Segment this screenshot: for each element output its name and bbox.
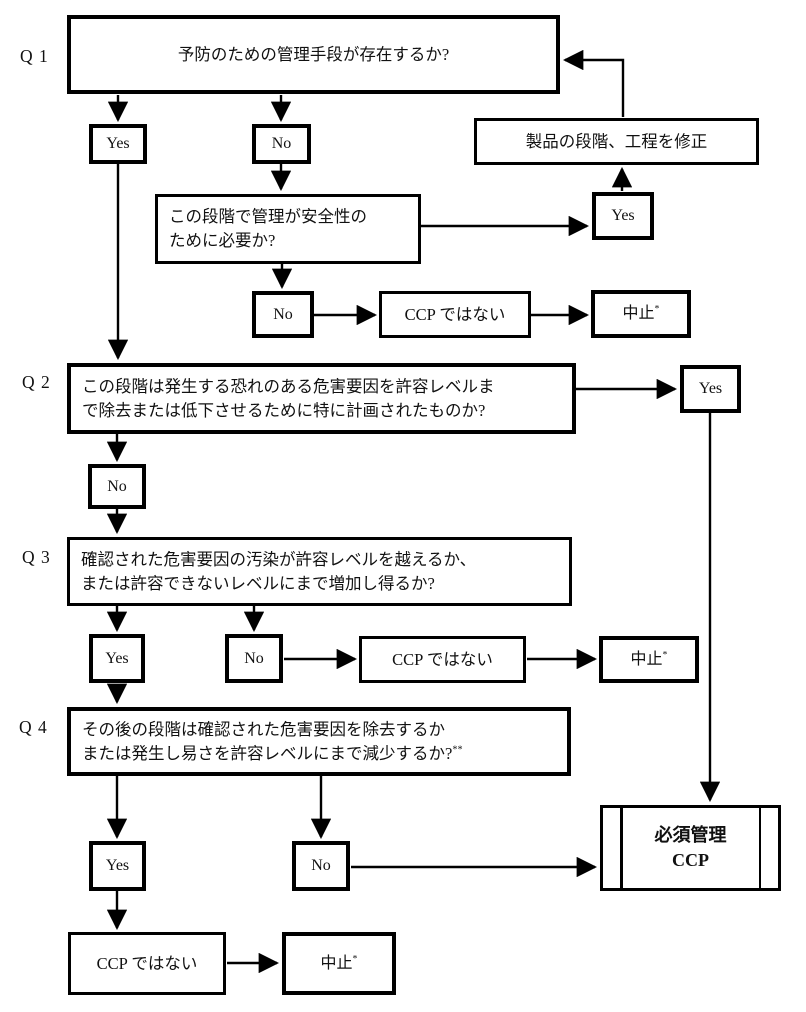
q1-no-text: No: [271, 135, 292, 153]
q3-line2: または許容できないレベルにまで増加し得るか?: [81, 573, 435, 593]
q4-question-box: その後の段階は確認された危害要因を除去するか または発生し易さを許容レベルにまで…: [67, 707, 571, 776]
stop-box-2: 中止*: [599, 636, 699, 683]
not-ccp-box-2: CCP ではない: [359, 636, 526, 683]
q1-question-text: 予防のための管理手段が存在するか?: [177, 44, 450, 64]
stop-box-3: 中止*: [282, 932, 396, 995]
q1-yes-text: Yes: [106, 135, 130, 153]
q2-no-box: No: [88, 464, 146, 509]
stop-text-1: 中止*: [622, 304, 660, 323]
q3-yes-box: Yes: [89, 634, 145, 683]
q1-label: Q 1: [20, 46, 49, 66]
not-ccp-text-1: CCP ではない: [404, 304, 506, 324]
ccp-required-line1: 必須管理: [654, 824, 727, 845]
q3-label: Q 3: [22, 547, 51, 567]
modify-process-text: 製品の段階、工程を修正: [525, 131, 708, 151]
control-needed-no-text: No: [273, 305, 293, 323]
q3-yes-text: Yes: [105, 649, 129, 667]
q4-line1: その後の段階は確認された危害要因を除去するか: [82, 719, 445, 739]
q3-no-box: No: [225, 634, 283, 683]
ccp-required-line2: CCP: [672, 850, 709, 870]
q2-yes-box: Yes: [680, 365, 741, 413]
q3-question-box: 確認された危害要因の汚染が許容レベルを越えるか、 または許容できないレベルにまで…: [67, 537, 572, 606]
control-needed-question-box: この段階で管理が安全性の ために必要か?: [155, 194, 421, 264]
stop-asterisk-2: *: [662, 649, 668, 661]
predefined-process-left-line: [620, 808, 623, 888]
q2-no-text: No: [107, 477, 127, 495]
q2-yes-text: Yes: [698, 380, 723, 398]
q1-no-box: No: [252, 124, 311, 164]
stop-box-1: 中止*: [591, 290, 691, 338]
q4-line2: または発生し易さを許容レベルにまで減少するか?**: [82, 743, 463, 763]
control-needed-no-box: No: [252, 291, 314, 338]
q2-question-box: この段階は発生する恐れのある危害要因を許容レベルま で除去または低下させるために…: [67, 363, 576, 434]
q4-label: Q 4: [19, 717, 48, 737]
ccp-required-box: 必須管理 CCP: [600, 805, 781, 891]
control-needed-line2: ために必要か?: [169, 231, 276, 250]
predefined-process-right-line: [758, 808, 761, 888]
stop-text-2: 中止*: [630, 649, 668, 668]
q2-line2: で除去または低下させるために特に計画されたものか?: [82, 400, 486, 420]
q2-label: Q 2: [22, 372, 51, 392]
not-ccp-box-3: CCP ではない: [68, 932, 226, 995]
not-ccp-text-2: CCP ではない: [392, 649, 493, 669]
stop-asterisk-1: *: [654, 304, 660, 316]
control-needed-yes-text: Yes: [611, 207, 635, 225]
q4-no-box: No: [292, 841, 350, 891]
q4-yes-box: Yes: [89, 841, 146, 891]
edge-modify-to-q1: [562, 49, 625, 117]
q3-line1: 確認された危害要因の汚染が許容レベルを越えるか、: [81, 549, 477, 569]
stop-text-3: 中止*: [320, 953, 358, 972]
q1-question-box: 予防のための管理手段が存在するか?: [67, 15, 560, 94]
control-needed-yes-box: Yes: [592, 192, 654, 240]
q3-no-text: No: [244, 649, 264, 667]
q4-double-asterisk: **: [452, 744, 463, 755]
modify-process-box: 製品の段階、工程を修正: [474, 118, 759, 165]
q4-yes-text: Yes: [105, 857, 130, 875]
not-ccp-text-3: CCP ではない: [96, 953, 198, 973]
q1-yes-box: Yes: [89, 124, 147, 164]
q4-no-text: No: [311, 857, 331, 875]
control-needed-line1: この段階で管理が安全性の: [169, 207, 367, 227]
not-ccp-box-1: CCP ではない: [379, 291, 531, 338]
q2-line1: この段階は発生する恐れのある危害要因を許容レベルま: [82, 376, 495, 396]
stop-asterisk-3: *: [352, 953, 358, 965]
